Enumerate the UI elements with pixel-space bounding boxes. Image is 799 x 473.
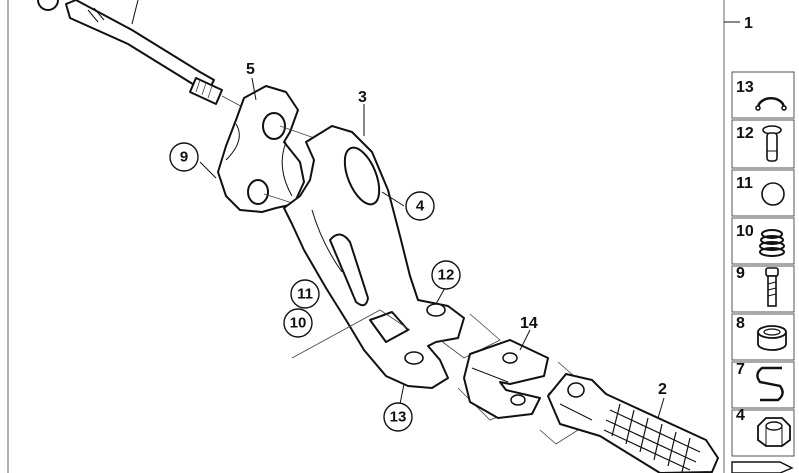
legend-item-10: 10 xyxy=(731,217,795,265)
pin-icon xyxy=(762,125,782,162)
lever-part-3 xyxy=(283,125,465,389)
callout-12: 12 xyxy=(438,267,455,284)
callout-circle-10: 10 xyxy=(283,308,313,338)
bushing-icon xyxy=(757,325,787,351)
legend-label-9: 9 xyxy=(736,265,745,282)
callout-circle-12: 12 xyxy=(431,260,461,290)
callout-3: 3 xyxy=(358,89,367,106)
callout-circle-13: 13 xyxy=(383,402,413,432)
legend-label-8: 8 xyxy=(736,315,745,332)
legend-label-10: 10 xyxy=(736,223,754,240)
callout-circle-11: 11 xyxy=(290,279,320,309)
screw-icon xyxy=(765,267,779,307)
callout-circle-4: 4 xyxy=(405,191,435,221)
clip-icon xyxy=(756,366,784,402)
callout-5: 5 xyxy=(246,61,255,78)
clevis-part-14 xyxy=(463,339,549,419)
ball-icon xyxy=(761,182,785,206)
legend-label-11: 11 xyxy=(736,175,753,192)
spring-icon xyxy=(759,229,785,257)
legend-item-12: 12 xyxy=(731,119,795,169)
callout-10: 10 xyxy=(290,315,307,332)
legend-label-4: 4 xyxy=(736,407,745,424)
legend-item-4: 4 xyxy=(731,407,795,457)
legend-item-7: 7 xyxy=(731,361,795,409)
footpeg-part-2 xyxy=(547,373,719,473)
leader-lines xyxy=(131,0,665,419)
callout-13: 13 xyxy=(390,409,407,426)
legend-item-13: 13 xyxy=(731,71,795,119)
legend-label-12: 12 xyxy=(736,125,754,142)
callout-9: 9 xyxy=(180,149,188,166)
legend-label-7: 7 xyxy=(736,361,745,378)
callout-11: 11 xyxy=(297,286,313,303)
legend-item-8: 8 xyxy=(731,313,795,361)
callout-14: 14 xyxy=(520,315,538,332)
footpeg-grip-texture xyxy=(603,403,701,473)
callout-4: 4 xyxy=(416,198,425,215)
arrow-icon xyxy=(731,461,794,473)
assembly-label: 1 xyxy=(744,15,753,32)
callout-circle-9: 9 xyxy=(169,142,199,172)
shaft-part xyxy=(37,0,249,111)
callout-2: 2 xyxy=(658,381,667,398)
bracket-part-5 xyxy=(217,85,305,213)
circlip-icon xyxy=(755,97,787,111)
nut-icon xyxy=(757,417,791,447)
legend-item-11: 11 xyxy=(731,169,795,217)
legend-label-13: 13 xyxy=(736,79,754,96)
legend-item-9: 9 xyxy=(731,265,795,313)
